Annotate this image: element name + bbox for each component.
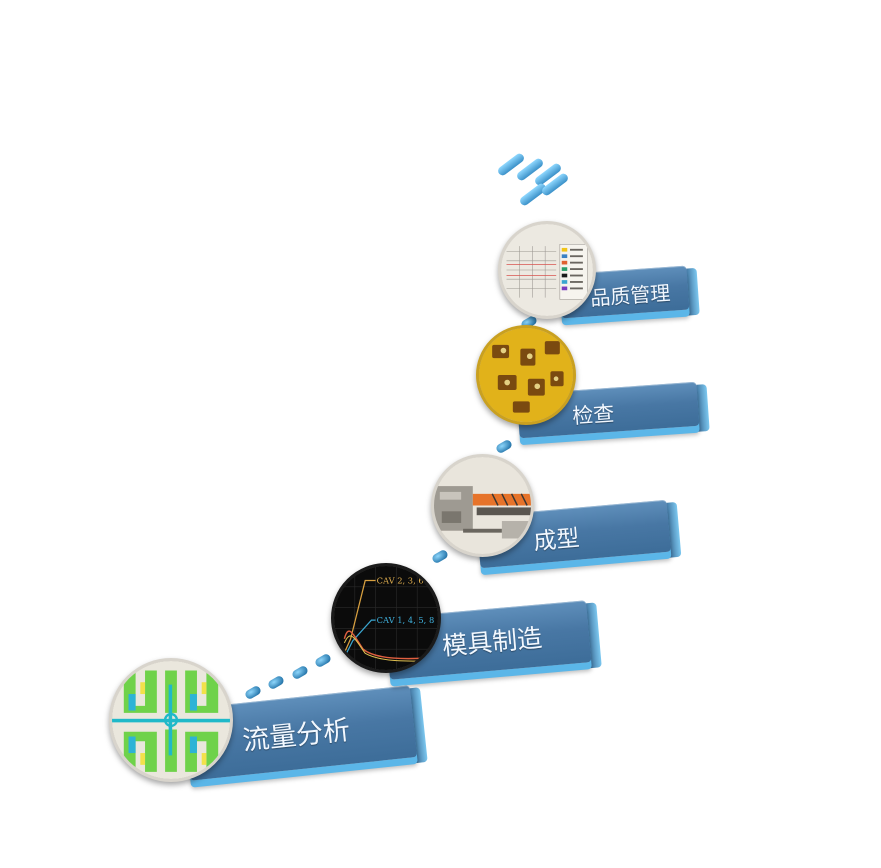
- molding-graphic: [434, 457, 531, 554]
- connector-dot: [313, 652, 333, 669]
- connector-dot: [290, 664, 310, 681]
- quality-table-graphic: [501, 224, 593, 316]
- inspection-image: [476, 325, 576, 425]
- series-label-top: CAV 2, 3, 6: [377, 576, 424, 586]
- step-label: 检查: [571, 401, 616, 429]
- mold-chart-image: CAV 2, 3, 6 CAV 1, 4, 5, 8: [331, 563, 441, 673]
- molding-image: [431, 454, 534, 557]
- quality-table-image: [498, 221, 596, 319]
- connector-dot: [494, 438, 514, 455]
- connector-dot: [243, 684, 263, 701]
- step-label: 成型: [532, 525, 581, 556]
- flow-analysis-image: [109, 658, 233, 782]
- series-label-bottom: CAV 1, 4, 5, 8: [377, 615, 435, 625]
- mold-chart-graphic: CAV 2, 3, 6 CAV 1, 4, 5, 8: [334, 566, 438, 670]
- connector-dot: [266, 674, 286, 691]
- inspection-graphic: [479, 328, 573, 422]
- flow-analysis-graphic: [112, 661, 230, 779]
- connector-dot: [430, 548, 450, 565]
- step-label: 品质管理: [589, 280, 672, 311]
